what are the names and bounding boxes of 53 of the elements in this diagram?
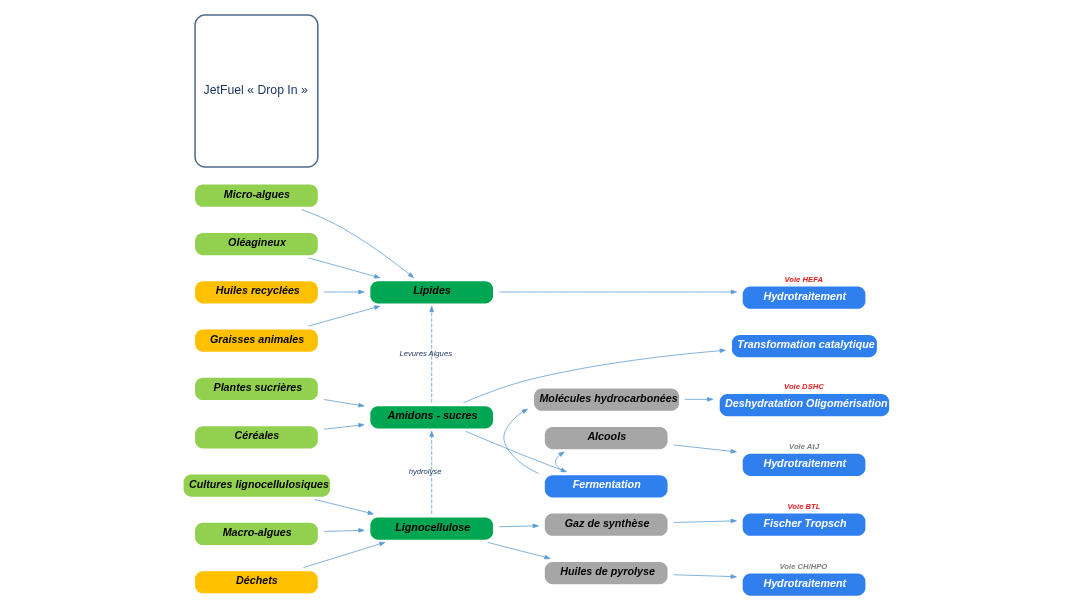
node-box: Huiles recyclées [194, 281, 318, 304]
arrow [683, 397, 713, 402]
arrow [428, 430, 434, 515]
node-box: Plantes sucrières [194, 377, 318, 401]
node-box: Huiles de pyrolyse [544, 561, 668, 585]
arrow [300, 209, 414, 278]
arrow [498, 289, 737, 295]
arrow [323, 528, 364, 533]
arrow [323, 423, 364, 430]
arrow [672, 518, 737, 524]
node-label: Voie CH/HPO [779, 561, 827, 571]
node-box: Fermentation [544, 475, 668, 498]
arrow [672, 574, 737, 579]
node-box: Lipides [369, 281, 493, 304]
arrow [672, 444, 737, 454]
node-label: Voie DSHC [783, 382, 824, 392]
node-box: Micro-algues [194, 184, 318, 207]
node-label: Voie BTL [787, 502, 820, 512]
node-box: Gaz de synthèse [544, 513, 668, 536]
arrow [323, 289, 364, 295]
node-box: Macro-algues [194, 522, 318, 546]
node-box: Amidons - sucres [369, 406, 493, 429]
node-box: Hydrotraitement [742, 286, 865, 309]
node-box: Transformation catalytique [731, 334, 877, 358]
node-box: Deshydratation Oligomérisation [719, 393, 889, 417]
arrow [486, 542, 551, 560]
edge-label: Levures Algues [398, 348, 452, 358]
arrow [307, 305, 380, 327]
node-box: Fischer Tropsch [742, 513, 865, 536]
node-box: Graisses animales [194, 329, 318, 352]
node-box: Hydrotraitement [742, 453, 865, 477]
node-box: Molécules hydrocarbonées [533, 388, 679, 411]
edge-label: hydrolyse [408, 466, 441, 476]
node-label: Voie HEFA [783, 274, 823, 284]
arrow [307, 257, 380, 279]
node-box: Hydrotraitement [742, 573, 865, 596]
node-box: Alcools [544, 426, 668, 450]
node-box: Oléagineux [194, 232, 318, 256]
node-box: JetFuel « Drop In » [193, 14, 319, 168]
arrow [464, 430, 567, 473]
arrow [428, 305, 434, 403]
node-label: Voie AtJ [788, 442, 819, 452]
arrow [323, 399, 364, 408]
node-box: Lignocellulose [369, 517, 493, 540]
arrow [302, 541, 385, 568]
arrow [498, 523, 539, 529]
arrow [554, 451, 565, 473]
node-box: Cultures lignocellulosiques [183, 474, 330, 497]
arrow [502, 408, 539, 474]
arrow [462, 348, 726, 404]
node-box: Céréales [194, 426, 318, 449]
arrow [313, 499, 374, 515]
node-box: Déchets [194, 571, 318, 594]
